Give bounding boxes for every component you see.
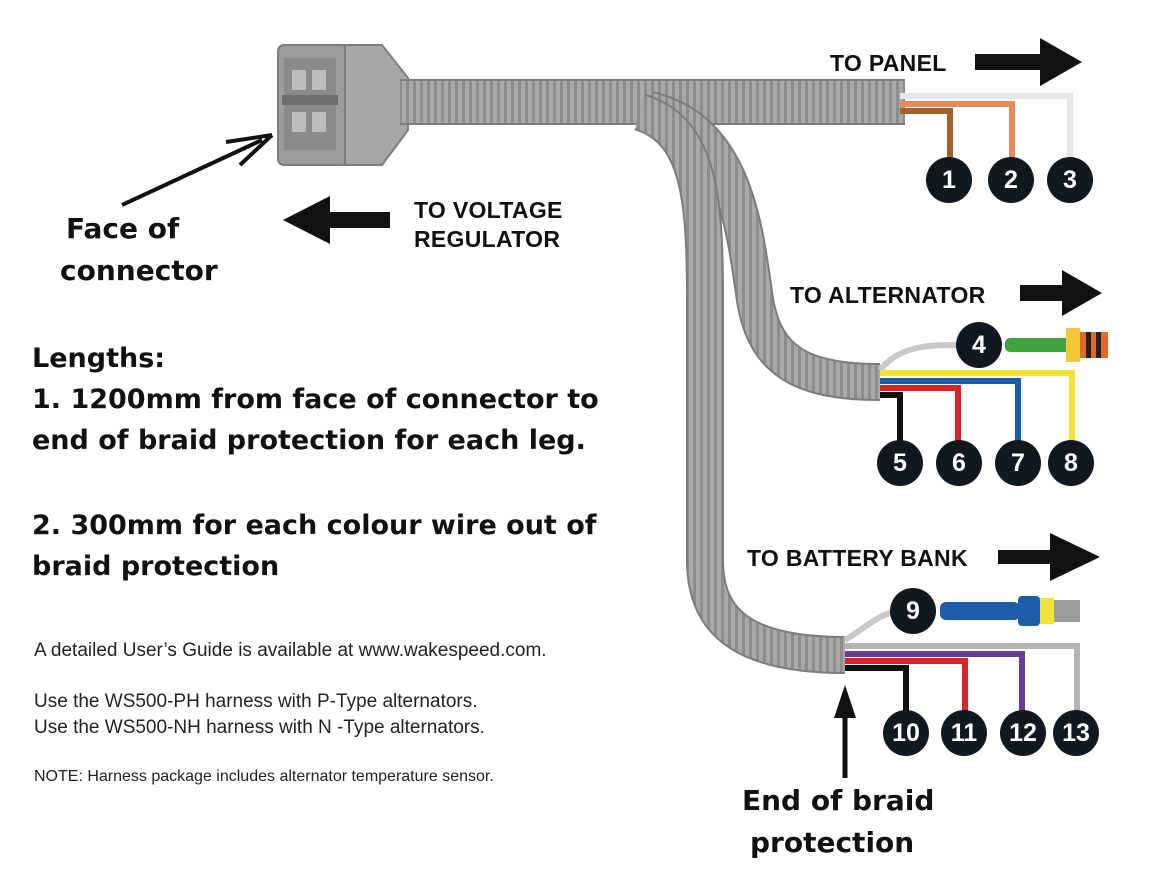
to-battery-bank-label: TO BATTERY BANK xyxy=(747,545,968,571)
pin-3: 3 xyxy=(1047,157,1093,203)
arrow-left-voltage-regulator xyxy=(283,196,390,244)
lengths-line-2a: 2. 300mm for each colour wire out of xyxy=(32,510,597,541)
lengths-line-1b: end of braid protection for each leg. xyxy=(32,425,586,456)
pin-5: 5 xyxy=(877,440,923,486)
connector-face-label-line2: connector xyxy=(60,254,218,287)
braid-end-label: End of braid protection xyxy=(742,780,934,864)
lengths-block: Lengths: 1. 1200mm from face of connecto… xyxy=(32,338,599,587)
arrow-to-connector-face xyxy=(121,133,274,207)
note-temp-sensor: NOTE: Harness package includes alternato… xyxy=(34,768,494,785)
to-panel-label: TO PANEL xyxy=(830,50,947,76)
temp-sensor-connector xyxy=(1005,328,1108,362)
to-alternator-label: TO ALTERNATOR xyxy=(790,282,986,308)
braid-end-label-line1: End of braid xyxy=(742,784,935,817)
pin-13: 13 xyxy=(1053,710,1099,756)
arrow-right-battery-bank xyxy=(998,533,1100,581)
panel-wires xyxy=(900,93,1073,165)
to-voltage-regulator-label: TO VOLTAGE REGULATOR xyxy=(414,196,563,254)
pin-11: 11 xyxy=(941,710,987,756)
note-nh-harness: Use the WS500-NH harness with N -Type al… xyxy=(34,717,485,738)
arrow-up-braid-end xyxy=(834,685,856,778)
to-voltage-regulator-line1: TO VOLTAGE xyxy=(414,197,563,223)
braid-end-label-line2: protection xyxy=(750,826,915,859)
note-users-guide: A detailed User’s Guide is available at … xyxy=(34,640,547,661)
pin-4: 4 xyxy=(956,322,1002,368)
note-ph-harness: Use the WS500-PH harness with P-Type alt… xyxy=(34,691,478,712)
arrow-right-panel xyxy=(975,38,1082,86)
pin-10: 10 xyxy=(883,710,929,756)
connector-face-label-line1: Face of xyxy=(66,212,180,245)
battery-bank-wires xyxy=(843,609,1080,715)
arrow-right-alternator xyxy=(1020,270,1102,316)
connector-body xyxy=(277,44,409,166)
braid-protection xyxy=(400,78,905,674)
battery-sense-connector xyxy=(940,596,1080,626)
to-voltage-regulator-line2: REGULATOR xyxy=(414,226,561,252)
lengths-line-2b: braid protection xyxy=(32,551,280,582)
pin-12: 12 xyxy=(1000,710,1046,756)
pin-8: 8 xyxy=(1048,440,1094,486)
pin-7: 7 xyxy=(995,440,1041,486)
pin-2: 2 xyxy=(988,157,1034,203)
pin-1: 1 xyxy=(926,157,972,203)
alternator-wires xyxy=(877,342,1075,450)
connector-face-label-2: connector xyxy=(60,250,218,292)
lengths-heading: Lengths: xyxy=(32,343,166,374)
pin-9: 9 xyxy=(890,588,936,634)
pin-6: 6 xyxy=(936,440,982,486)
lengths-line-1a: 1. 1200mm from face of connector to xyxy=(32,384,599,415)
connector-face-label: Face of xyxy=(66,208,179,250)
